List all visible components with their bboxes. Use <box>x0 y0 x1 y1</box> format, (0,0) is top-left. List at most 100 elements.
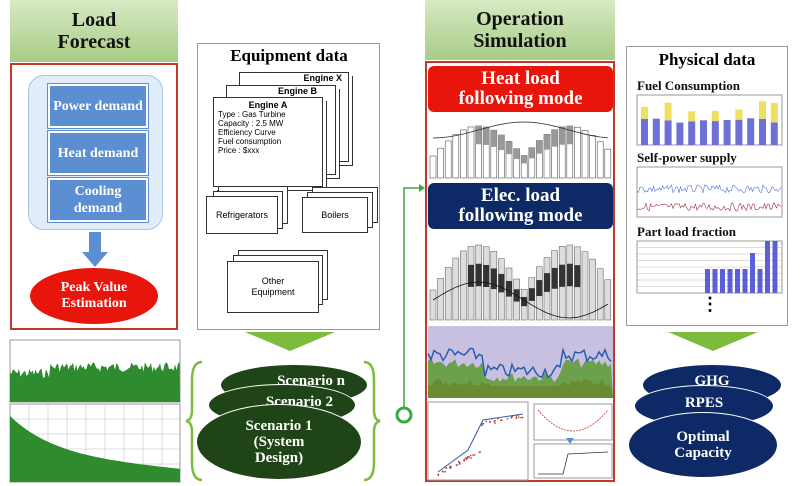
self-power-chart <box>636 166 783 218</box>
part-bar <box>765 241 770 293</box>
self-line-red <box>636 202 782 212</box>
fuel-bar <box>770 122 778 145</box>
load-forecast-header: Load Forecast <box>10 0 178 62</box>
engine-a-line: Efficiency Curve <box>218 128 276 137</box>
scatter-point <box>510 415 513 418</box>
heat-bar <box>551 129 558 179</box>
heat-bar <box>452 134 460 179</box>
optimal-capacity-ellipse: Optimal Capacity <box>628 412 778 478</box>
load-area <box>10 362 180 402</box>
fuel-bar <box>723 120 731 145</box>
heat-bar-fill <box>475 126 482 145</box>
heat-demand-box: Heat demand <box>48 131 148 175</box>
elec-bar-fill <box>559 264 566 287</box>
part-load-title: Part load fraction <box>637 224 736 239</box>
heat-load-mode-label: Heat load following mode <box>458 68 583 109</box>
scenario-1-ellipse: Scenario 1 (System Design) <box>196 404 362 480</box>
part-bar <box>772 241 778 293</box>
part-bar <box>750 253 755 293</box>
elec-line <box>432 281 609 319</box>
elec-bar <box>604 279 612 321</box>
fuel-bar <box>700 120 707 145</box>
curve <box>538 451 609 475</box>
scatter-point <box>494 419 496 422</box>
scatter-point <box>479 451 481 453</box>
connector-line <box>395 184 425 424</box>
elec-bar-fill <box>566 263 573 287</box>
elec-load-mode-label: Elec. load following mode <box>458 185 583 226</box>
equipment-title: Equipment data <box>230 46 348 65</box>
operation-simulation-header: Operation Simulation <box>425 0 615 60</box>
elec-bar-fill <box>544 273 550 292</box>
scatter-point <box>514 414 517 417</box>
mini-arrow-icon <box>566 438 574 444</box>
fuel-bar-top <box>711 110 719 122</box>
heat-bar <box>604 148 612 179</box>
equipment-down-arrow-icon <box>245 332 335 351</box>
scatter-point <box>481 424 483 427</box>
scatter-point <box>494 422 496 424</box>
elec-bar-fill <box>574 265 581 288</box>
part-bar <box>757 269 763 293</box>
scatter-point <box>472 454 474 456</box>
elec-bar <box>589 258 596 321</box>
engine-a-line: Capacity : 2.5 MW <box>218 119 284 128</box>
fuel-bar <box>664 120 672 145</box>
heat-bar <box>528 147 536 179</box>
part-bar <box>727 269 733 293</box>
operation-simulation-title: Operation Simulation <box>473 8 567 52</box>
heat-bar <box>581 130 589 179</box>
boilers-doc: Boilers <box>302 197 368 233</box>
more-dots: ⋮ <box>701 294 719 314</box>
scatter-point <box>489 421 491 424</box>
part-load-chart <box>636 240 783 294</box>
elec-bar <box>444 267 452 321</box>
heat-bar-fill <box>498 135 505 151</box>
heat-load-mode-banner: Heat load following mode <box>428 66 613 112</box>
fuel-consumption-chart <box>636 94 783 146</box>
elec-bar-fill <box>490 268 497 290</box>
elec-bar-fill <box>521 296 528 307</box>
elec-bar-fill <box>551 267 558 289</box>
elec-bar-fill <box>475 263 482 287</box>
scenario-bracket-icon <box>185 360 381 482</box>
load-forecast-title: Load Forecast <box>57 9 131 53</box>
simulation-scatter-charts <box>427 401 613 481</box>
physical-title: Physical data <box>658 50 756 69</box>
heat-bar-fill <box>528 147 535 159</box>
heat-bar <box>596 141 604 179</box>
part-bar <box>735 269 740 293</box>
scatter-point <box>449 467 451 470</box>
elec-bar-fill <box>506 281 512 297</box>
fuel-bar-top <box>688 111 696 122</box>
scatter-point <box>517 416 520 418</box>
scatter-point <box>497 417 499 420</box>
scatter-point <box>470 457 472 459</box>
scenario-1-label: Scenario 1 (System Design) <box>245 418 313 466</box>
power-demand-box: Power demand <box>48 84 148 128</box>
cooling-demand-box: Cooling demand <box>48 178 148 222</box>
fuel-bar <box>759 118 766 145</box>
elec-bar <box>581 251 589 321</box>
heat-bar-fill <box>559 126 566 145</box>
heat-bar <box>429 155 437 179</box>
load-duration-chart <box>9 403 181 483</box>
engine-a-title: Engine A <box>248 100 288 110</box>
rpes-label: RPES <box>684 395 724 411</box>
duration-area <box>10 416 180 482</box>
heat-bar-fill <box>490 130 497 147</box>
scatter-point <box>469 454 472 457</box>
heat-bar <box>520 155 528 179</box>
elec-bar-fill <box>528 288 535 301</box>
fuel-consumption-title: Fuel Consumption <box>637 78 740 93</box>
heat-bar-fill <box>544 134 550 150</box>
chart-frame <box>636 166 783 218</box>
heat-bar <box>460 129 467 179</box>
scatter-point <box>442 471 445 473</box>
heat-bar-fill <box>536 140 543 154</box>
fuel-bar <box>735 119 743 145</box>
scatter-point <box>456 464 458 466</box>
area-green <box>428 358 613 398</box>
scatter-point <box>515 417 518 420</box>
elec-bar-fill <box>468 264 474 287</box>
